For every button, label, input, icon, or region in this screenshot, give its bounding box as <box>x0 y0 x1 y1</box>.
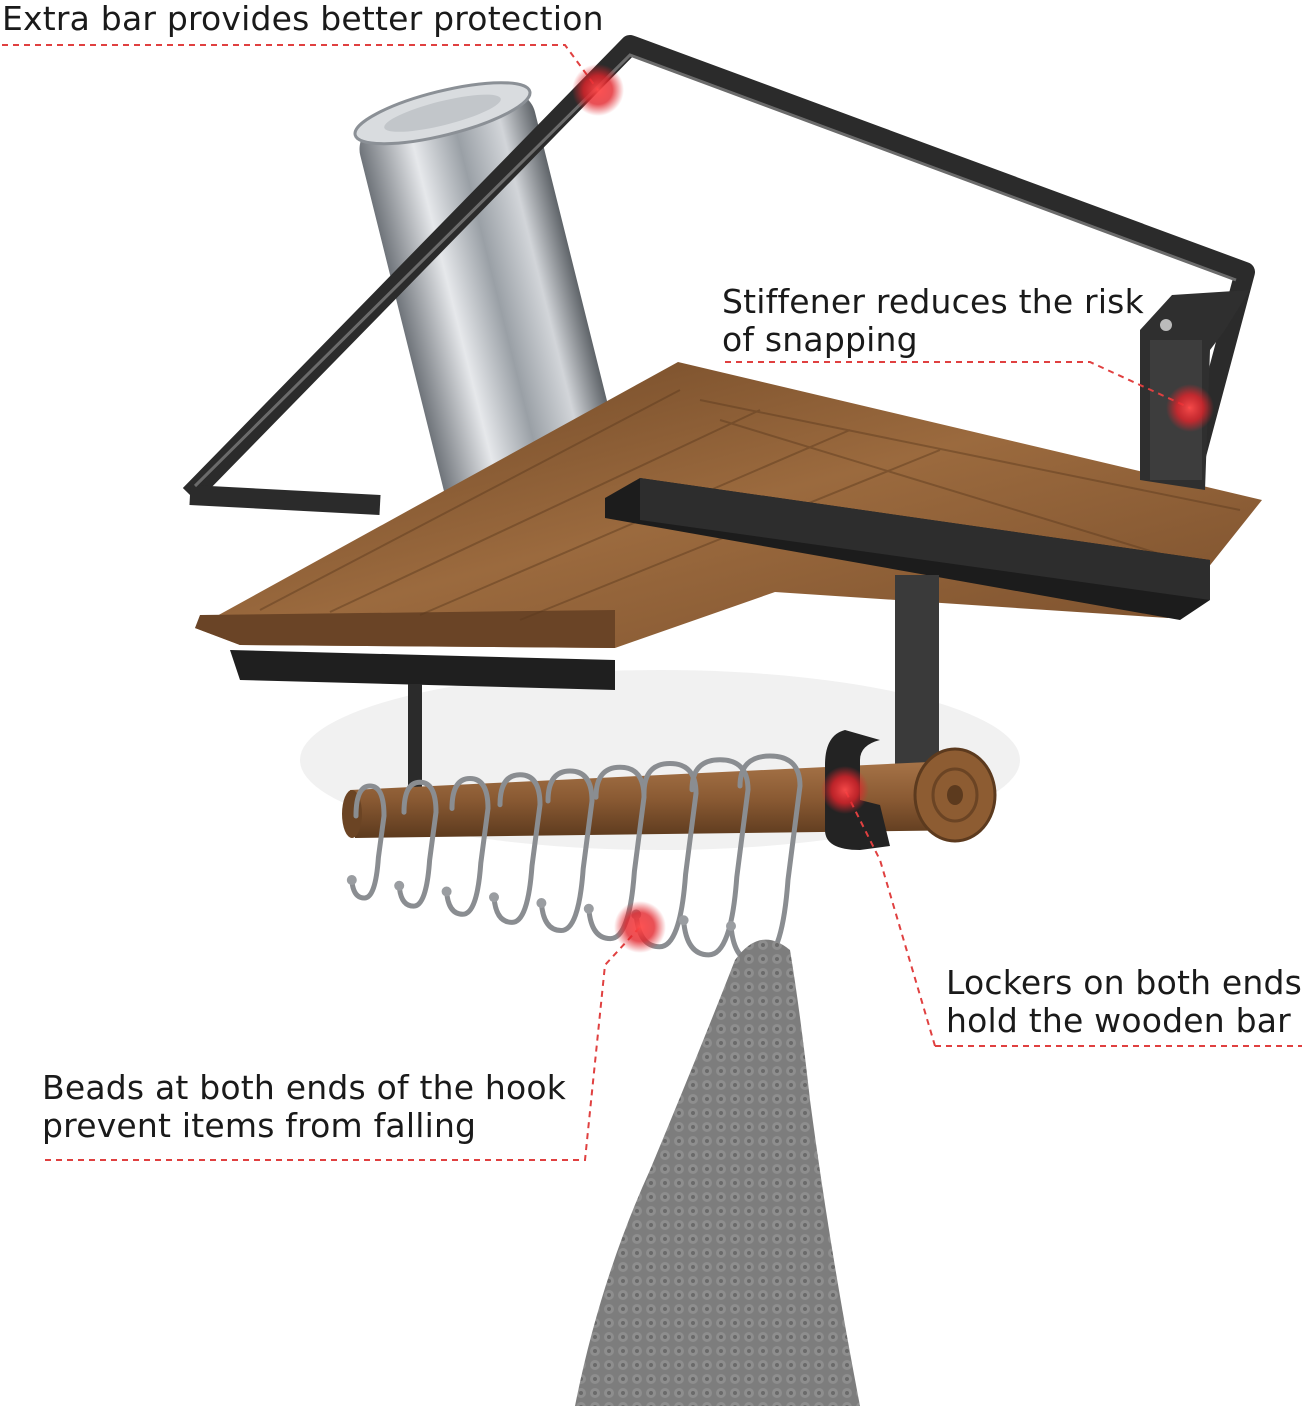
s-hook <box>444 775 491 917</box>
hook-bead <box>441 886 452 897</box>
frame-highlight <box>193 53 1237 488</box>
s-hook <box>538 768 595 934</box>
towel <box>575 939 860 1406</box>
callout-extra-bar-line: Extra bar provides better protection <box>2 0 604 38</box>
hook-bead <box>583 903 594 914</box>
hook-bead <box>394 880 405 891</box>
right-hanger <box>895 575 939 775</box>
locker-marker <box>821 766 869 814</box>
left-bracket <box>230 650 615 690</box>
callout-lockers: Lockers on both ends hold the wooden bar <box>946 964 1302 1040</box>
callout-extra-bar: Extra bar provides better protection <box>2 0 604 38</box>
bead-marker <box>614 901 666 953</box>
callout-lockers-line-2: hold the wooden bar <box>946 1001 1291 1040</box>
callout-beads-line-2: prevent items from falling <box>42 1106 477 1145</box>
silver-can <box>353 81 625 533</box>
s-hook <box>396 779 439 909</box>
front-bracket-face <box>640 478 1210 600</box>
hook-bead <box>489 892 499 903</box>
s-hook <box>491 772 543 925</box>
hook-bead <box>726 921 736 931</box>
callout-stiffener: Stiffener reduces the risk of snapping <box>722 283 1144 359</box>
s-hook <box>681 757 751 958</box>
metal-frame <box>182 35 1255 515</box>
callout-stiffener-line-2: of snapping <box>722 320 918 359</box>
s-hook <box>349 783 387 901</box>
s-hook <box>586 764 647 942</box>
wood-grain <box>259 389 1241 621</box>
left-hanger <box>408 684 422 792</box>
wooden-bar <box>342 747 997 843</box>
callout-lockers-line-1: Lockers on both ends <box>946 963 1302 1002</box>
callout-beads: Beads at both ends of the hook prevent i… <box>42 1069 566 1145</box>
hook-bead <box>536 898 547 908</box>
callout-stiffener-line-1: Stiffener reduces the risk <box>722 282 1144 321</box>
highlight-dots <box>572 64 1214 953</box>
hook-bead <box>678 915 689 926</box>
callout-beads-line-1: Beads at both ends of the hook <box>42 1068 567 1107</box>
extra-bar-marker <box>572 64 624 116</box>
stiffener-marker <box>1166 384 1214 432</box>
wooden-shelf-edge <box>195 610 615 648</box>
hook-bead <box>346 875 357 885</box>
